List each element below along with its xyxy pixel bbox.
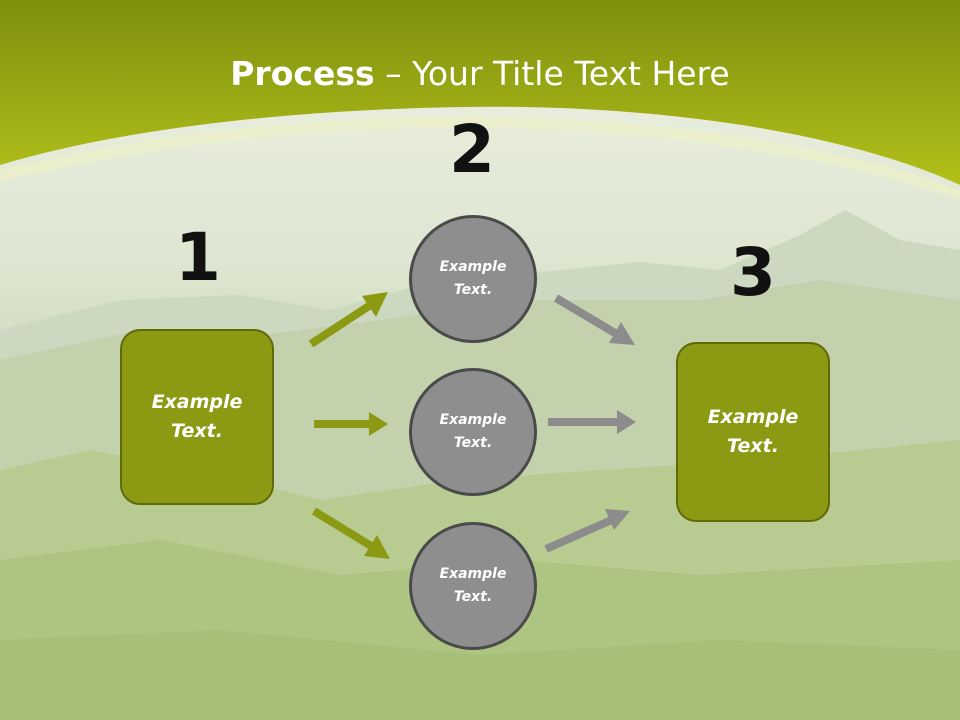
step-2-circle-middle: Example Text. bbox=[409, 368, 537, 496]
arrow-right-gray bbox=[548, 410, 636, 434]
arrow-up-right-green bbox=[308, 292, 388, 348]
step-2-circle-top: Example Text. bbox=[409, 215, 537, 343]
title-bold: Process bbox=[230, 54, 375, 93]
arrow-up-right-gray bbox=[544, 509, 630, 553]
step-number-3: 3 bbox=[730, 234, 776, 311]
step-3-box: Example Text. bbox=[676, 342, 830, 522]
title-rest: – Your Title Text Here bbox=[374, 54, 730, 93]
step-number-1: 1 bbox=[175, 219, 221, 296]
step-1-box: Example Text. bbox=[120, 329, 274, 505]
circle-middle-text: Example Text. bbox=[439, 412, 507, 451]
circle-top-text: Example Text. bbox=[439, 259, 507, 298]
step-number-2: 2 bbox=[449, 111, 495, 188]
step-3-text: Example Text. bbox=[707, 406, 799, 457]
slide-title: Process – Your Title Text Here bbox=[0, 52, 960, 96]
step-2-circle-bottom: Example Text. bbox=[409, 522, 537, 650]
step-1-text: Example Text. bbox=[151, 391, 243, 442]
arrow-down-right-gray bbox=[553, 294, 635, 345]
arrow-right-green bbox=[314, 412, 388, 436]
circle-bottom-text: Example Text. bbox=[439, 566, 507, 605]
arrow-down-right-green bbox=[311, 507, 390, 559]
